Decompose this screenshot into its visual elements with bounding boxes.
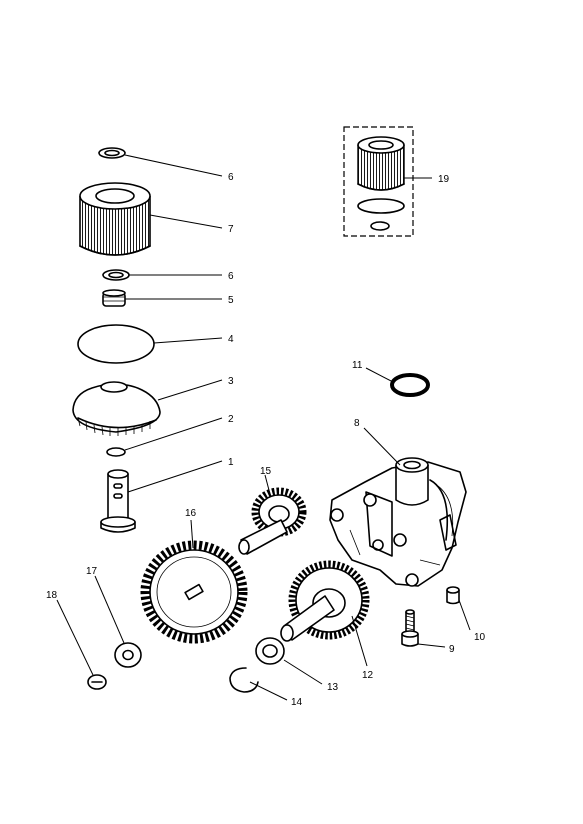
callout-4: 4 [228, 334, 234, 345]
drive-gear-shaft-part [238, 487, 307, 555]
screw-part [401, 609, 419, 647]
large-gear-part [140, 540, 248, 644]
callout-18: 18 [46, 590, 58, 601]
circlip-part [229, 667, 259, 693]
callout-11: 11 [352, 360, 363, 371]
callout-6a: 6 [228, 172, 234, 183]
callout-13: 13 [327, 682, 339, 693]
callout-10: 10 [474, 632, 486, 643]
callout-7: 7 [228, 224, 234, 235]
callout-14: 14 [291, 697, 303, 708]
o-ring-pump-part [390, 373, 430, 397]
spring-part [102, 289, 126, 307]
callout-8: 8 [354, 418, 360, 429]
callout-6b: 6 [228, 271, 234, 282]
dowel-part [446, 586, 460, 605]
oil-filter-element-part [79, 182, 151, 256]
o-ring-large-part [77, 324, 155, 364]
washer-lower-part [102, 269, 130, 281]
callout-labels: 6 7 6 5 4 3 2 1 19 11 8 15 16 17 18 12 1… [46, 172, 486, 708]
callout-19: 19 [438, 174, 450, 185]
callout-9: 9 [449, 644, 455, 655]
callout-16: 16 [185, 508, 197, 519]
washer-top-part [98, 147, 126, 159]
leader-lines [56, 154, 471, 701]
thrust-washer-part [255, 637, 285, 665]
idler-gear-shaft-part [280, 560, 370, 642]
cap-screw-part [87, 674, 107, 690]
callout-12: 12 [362, 670, 374, 681]
callout-15: 15 [260, 466, 272, 477]
callout-2: 2 [228, 414, 234, 425]
filter-bolt-part [100, 469, 136, 533]
callout-1: 1 [228, 457, 234, 468]
callout-3: 3 [228, 376, 234, 387]
oil-pump-body-part [329, 457, 467, 587]
filter-housing-cover-part [72, 381, 161, 436]
callout-5: 5 [228, 295, 234, 306]
filter-kit-part [343, 126, 414, 237]
o-ring-small-part [106, 447, 126, 457]
callout-17: 17 [86, 566, 98, 577]
washer-17-part [114, 642, 142, 668]
